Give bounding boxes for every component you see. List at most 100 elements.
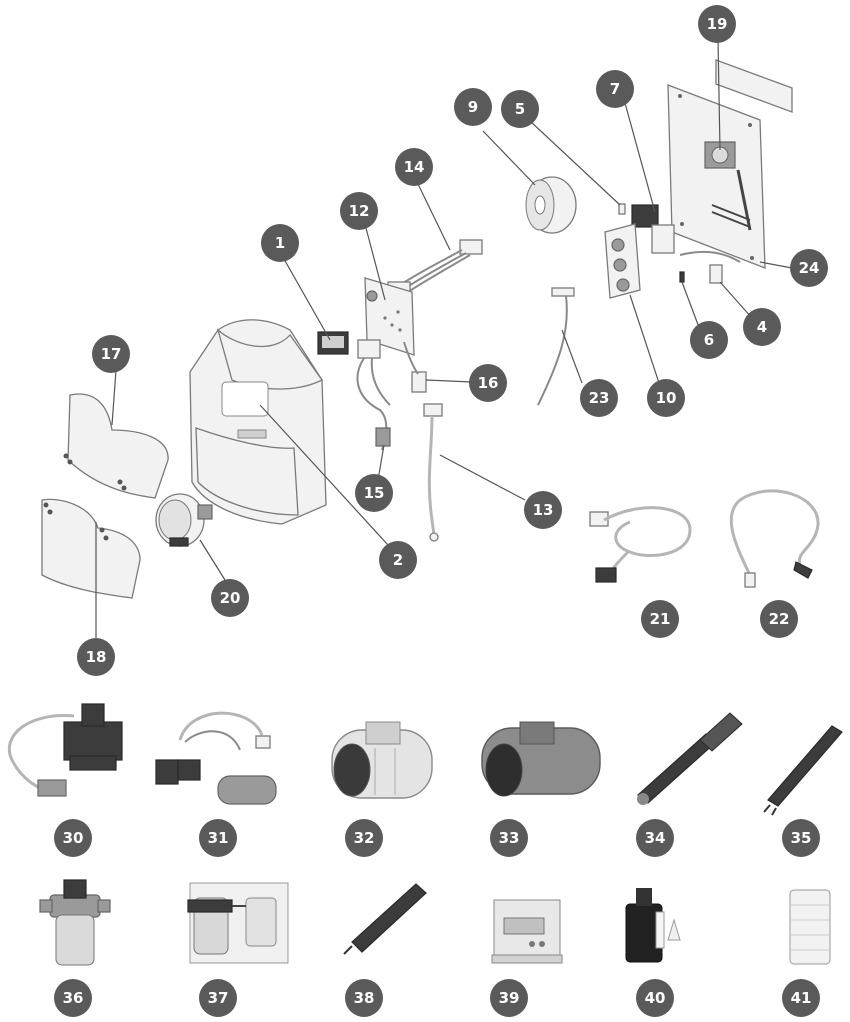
part-internal-wiring: [679, 250, 741, 263]
part-main-enclosure: [189, 319, 327, 525]
callout-18: 18: [77, 638, 115, 676]
svg-text:17: 17: [101, 345, 122, 363]
part-small-pin: [679, 271, 685, 283]
svg-text:16: 16: [478, 374, 499, 392]
callout-10: 10: [647, 379, 685, 417]
callout-12: 12: [340, 192, 378, 230]
callout-16: 16: [469, 364, 507, 402]
svg-text:41: 41: [791, 989, 812, 1007]
callout-37: 37: [199, 979, 237, 1017]
part-front-cover-lower: [41, 498, 141, 599]
svg-text:31: 31: [208, 829, 229, 847]
part-relay: [631, 204, 675, 254]
part-probe-holder-panel: [187, 882, 289, 964]
svg-text:32: 32: [354, 829, 375, 847]
part-temperature-probe: [343, 883, 427, 955]
part-control-board: [364, 277, 415, 356]
svg-text:37: 37: [208, 989, 229, 1007]
svg-text:19: 19: [707, 15, 728, 33]
leader-lines: [95, 39, 793, 644]
svg-text:24: 24: [799, 259, 820, 277]
svg-text:14: 14: [404, 158, 425, 176]
part-wire-harness: [356, 339, 391, 451]
svg-text:38: 38: [354, 989, 375, 1007]
svg-text:7: 7: [610, 80, 620, 98]
part-sensor-lead: [729, 489, 820, 588]
callout-22: 22: [760, 600, 798, 638]
part-front-cover-upper: [63, 393, 169, 499]
part-fuse: [618, 203, 626, 215]
callout-5: 5: [501, 90, 539, 128]
callout-35: 35: [782, 819, 820, 857]
callout-7: 7: [596, 70, 634, 108]
svg-text:5: 5: [515, 100, 525, 118]
callout-21: 21: [641, 600, 679, 638]
part-flow-switch: [7, 703, 123, 797]
svg-text:21: 21: [650, 610, 671, 628]
svg-text:18: 18: [86, 648, 107, 666]
svg-text:13: 13: [533, 501, 554, 519]
callout-41: 41: [782, 979, 820, 1017]
callout-39: 39: [490, 979, 528, 1017]
part-display-module: [317, 331, 349, 355]
callout-32: 32: [345, 819, 383, 857]
svg-text:23: 23: [589, 389, 610, 407]
svg-text:2: 2: [393, 551, 403, 569]
part-ph-probe: [637, 712, 743, 805]
svg-text:34: 34: [645, 829, 666, 847]
part-back-plate: [667, 59, 793, 269]
svg-text:6: 6: [704, 331, 714, 349]
svg-text:36: 36: [63, 989, 84, 1007]
callout-23: 23: [580, 379, 618, 417]
part-clear-electrolysis-cell: [331, 721, 433, 799]
svg-text:40: 40: [645, 989, 666, 1007]
svg-text:39: 39: [499, 989, 520, 1007]
part-board-connector: [411, 371, 427, 393]
svg-text:22: 22: [769, 610, 790, 628]
callout-40: 40: [636, 979, 674, 1017]
callout-6: 6: [690, 321, 728, 359]
svg-text:15: 15: [364, 484, 385, 502]
callout-19: 19: [698, 5, 736, 43]
part-transformer: [525, 176, 577, 234]
part-loose-wire: [537, 287, 575, 406]
callout-34: 34: [636, 819, 674, 857]
part-terminal: [709, 264, 723, 284]
svg-text:12: 12: [349, 202, 370, 220]
svg-text:33: 33: [499, 829, 520, 847]
callout-17: 17: [92, 335, 130, 373]
part-filter-cartridge: [789, 889, 831, 965]
part-rectifier-board: [604, 223, 641, 299]
svg-text:30: 30: [63, 829, 84, 847]
callout-33: 33: [490, 819, 528, 857]
callout-31: 31: [199, 819, 237, 857]
svg-text:9: 9: [468, 98, 478, 116]
callout-badges: 1 2 4 5 6 7 9 10 12 13 14 15 16 17 18 19…: [54, 5, 828, 1017]
callout-9: 9: [454, 88, 492, 126]
callout-4: 4: [743, 308, 781, 346]
callout-36: 36: [54, 979, 92, 1017]
callout-13: 13: [524, 491, 562, 529]
svg-text:4: 4: [757, 318, 767, 336]
part-ribbon-cable: [387, 239, 483, 297]
callout-2: 2: [379, 541, 417, 579]
svg-text:10: 10: [656, 389, 677, 407]
callout-1: 1: [261, 224, 299, 262]
callout-24: 24: [790, 249, 828, 287]
part-fan: [155, 493, 213, 547]
svg-text:1: 1: [275, 234, 285, 252]
callout-15: 15: [355, 474, 393, 512]
part-control-module: [491, 899, 563, 964]
part-reagent-bottle: [625, 888, 681, 963]
part-filter-housing: [39, 879, 111, 966]
part-sensor-cable: [423, 403, 443, 542]
part-power-cable: [589, 506, 692, 583]
svg-text:35: 35: [791, 829, 812, 847]
callout-14: 14: [395, 148, 433, 186]
callout-38: 38: [345, 979, 383, 1017]
svg-text:20: 20: [220, 589, 241, 607]
part-redox-probe: [763, 725, 843, 816]
callout-30: 30: [54, 819, 92, 857]
part-flow-switch-kit: [155, 711, 277, 805]
